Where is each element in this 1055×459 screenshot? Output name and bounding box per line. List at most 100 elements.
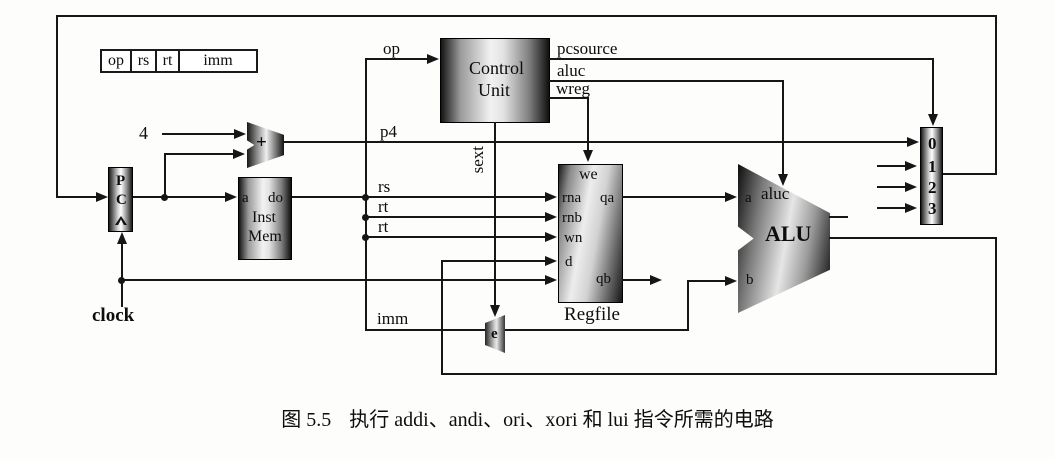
arrow-pcsource-mux xyxy=(928,114,938,126)
mux-input-3: 3 xyxy=(928,199,937,218)
control-unit-name-1: Control xyxy=(469,58,525,78)
mux-input-0: 0 xyxy=(928,134,937,153)
pc-register: P C xyxy=(108,167,133,232)
arrow-sext-extender xyxy=(490,305,500,317)
wire-rt1 xyxy=(365,216,545,218)
regfile-port-rnb: rnb xyxy=(562,210,582,226)
wire-d-feedback-h xyxy=(441,260,545,262)
extender-e-label: e xyxy=(491,326,498,342)
format-field-imm: imm xyxy=(203,52,233,69)
format-field-rt: rt xyxy=(157,51,180,71)
regfile-port-wn: wn xyxy=(564,230,583,246)
arrow-mux-stub-2 xyxy=(905,182,917,192)
inst-mem: a do Inst Mem xyxy=(238,177,292,260)
mux-input-1: 1 xyxy=(928,157,937,176)
wire-pc-out xyxy=(133,196,227,198)
alu-port-b: b xyxy=(746,272,754,288)
imm-label: imm xyxy=(377,309,409,328)
alu: a aluc ALU b xyxy=(738,164,830,313)
wire-imm xyxy=(365,329,487,331)
instruction-format-box: op rs rt imm xyxy=(100,49,258,73)
wire-alu-r-h xyxy=(829,237,997,239)
pc-label-c: C xyxy=(116,192,127,208)
arrow-p4-mux xyxy=(907,137,919,147)
arrow-pc-in xyxy=(96,192,108,202)
instmem-port-a: a xyxy=(242,190,249,206)
wire-loop-top xyxy=(56,15,997,17)
wreg-label: wreg xyxy=(556,79,590,98)
wire-pcsource-h xyxy=(549,58,934,60)
wire-feedback-bottom xyxy=(441,373,997,375)
wire-aluc-v xyxy=(782,80,784,176)
wire-loop-right xyxy=(995,15,997,175)
wire-d-feedback-v xyxy=(441,260,443,375)
arrow-rt2-regfile xyxy=(545,232,557,242)
wire-pcsource-v xyxy=(932,58,934,116)
wire-rs xyxy=(365,196,545,198)
alu-port-a: a xyxy=(745,190,752,206)
control-unit: Control Unit xyxy=(440,38,550,123)
arrow-qb-float xyxy=(650,275,662,285)
figure-caption: 图 5.5 执行 addi、andi、ori、xori 和 lui 指令所需的电路 xyxy=(0,403,1055,432)
wire-const4 xyxy=(162,133,235,135)
format-field-op: op xyxy=(102,51,132,71)
adder-plus-label: + xyxy=(256,132,267,153)
arrow-pc-instmem xyxy=(225,192,237,202)
pc-source-mux: 0 1 2 3 xyxy=(920,127,943,225)
aluc-label: aluc xyxy=(557,61,586,80)
arrow-aluc-alu xyxy=(778,174,788,186)
constant-4-label: 4 xyxy=(139,123,148,143)
instmem-name-1: Inst xyxy=(252,209,276,226)
regfile: we rna qa rnb wn d qb xyxy=(558,164,623,303)
op-label: op xyxy=(383,39,400,58)
instmem-port-do: do xyxy=(268,190,283,206)
arrow-const4-adder xyxy=(234,129,246,139)
regfile-port-qb: qb xyxy=(596,271,611,287)
arrow-rs-regfile xyxy=(545,192,557,202)
wire-mux-out xyxy=(943,173,996,175)
wire-mux-stub-1 xyxy=(877,165,907,167)
wire-wreg-h xyxy=(549,97,589,99)
arrow-mux-stub-3 xyxy=(905,203,917,213)
wire-qb xyxy=(622,279,652,281)
figure-caption-text: 执行 addi、andi、ori、xori 和 lui 指令所需的电路 xyxy=(349,409,774,431)
wire-rt2 xyxy=(365,236,545,238)
sext-label: sext xyxy=(468,146,487,174)
rs-label: rs xyxy=(378,177,391,196)
wire-op xyxy=(365,58,428,60)
wire-sext-v xyxy=(494,122,496,307)
alu-name: ALU xyxy=(765,221,812,246)
regfile-name: Regfile xyxy=(564,304,620,325)
wire-alu-r-v xyxy=(995,237,997,375)
wire-loop-left xyxy=(56,15,58,198)
wire-clock-h xyxy=(121,279,545,281)
wire-alu-z-stub xyxy=(829,216,848,218)
wire-mux-stub-3 xyxy=(877,207,907,209)
pcsource-label: pcsource xyxy=(557,39,618,58)
arrow-mux-stub-1 xyxy=(905,161,917,171)
regfile-port-qa: qa xyxy=(600,190,615,206)
pc-label-p: P xyxy=(116,173,126,189)
wire-instmem-do xyxy=(292,196,367,198)
arrow-d-regfile xyxy=(545,256,557,266)
figure-caption-number: 图 5.5 xyxy=(281,409,332,431)
wire-pc-adder-v xyxy=(164,153,166,198)
wire-p4 xyxy=(284,141,909,143)
pc-clock-wedge-icon xyxy=(115,216,127,225)
pc-adder: + xyxy=(247,122,284,168)
arrow-clock-pc xyxy=(117,232,127,244)
regfile-port-we: we xyxy=(579,166,598,183)
control-unit-name-2: Unit xyxy=(478,80,511,100)
wire-extender-alu-h xyxy=(687,280,727,282)
arrow-qa-alu xyxy=(725,192,737,202)
arrow-rt1-regfile xyxy=(545,212,557,222)
wire-extender-out-h xyxy=(503,329,689,331)
wire-clock-v xyxy=(121,242,123,307)
rt2-label: rt xyxy=(378,217,389,236)
regfile-port-rna: rna xyxy=(562,190,582,206)
sign-extender: e xyxy=(485,315,505,353)
arrow-op-cu xyxy=(427,54,439,64)
wire-qa xyxy=(622,196,729,198)
wire-pc-adder-h xyxy=(164,153,234,155)
